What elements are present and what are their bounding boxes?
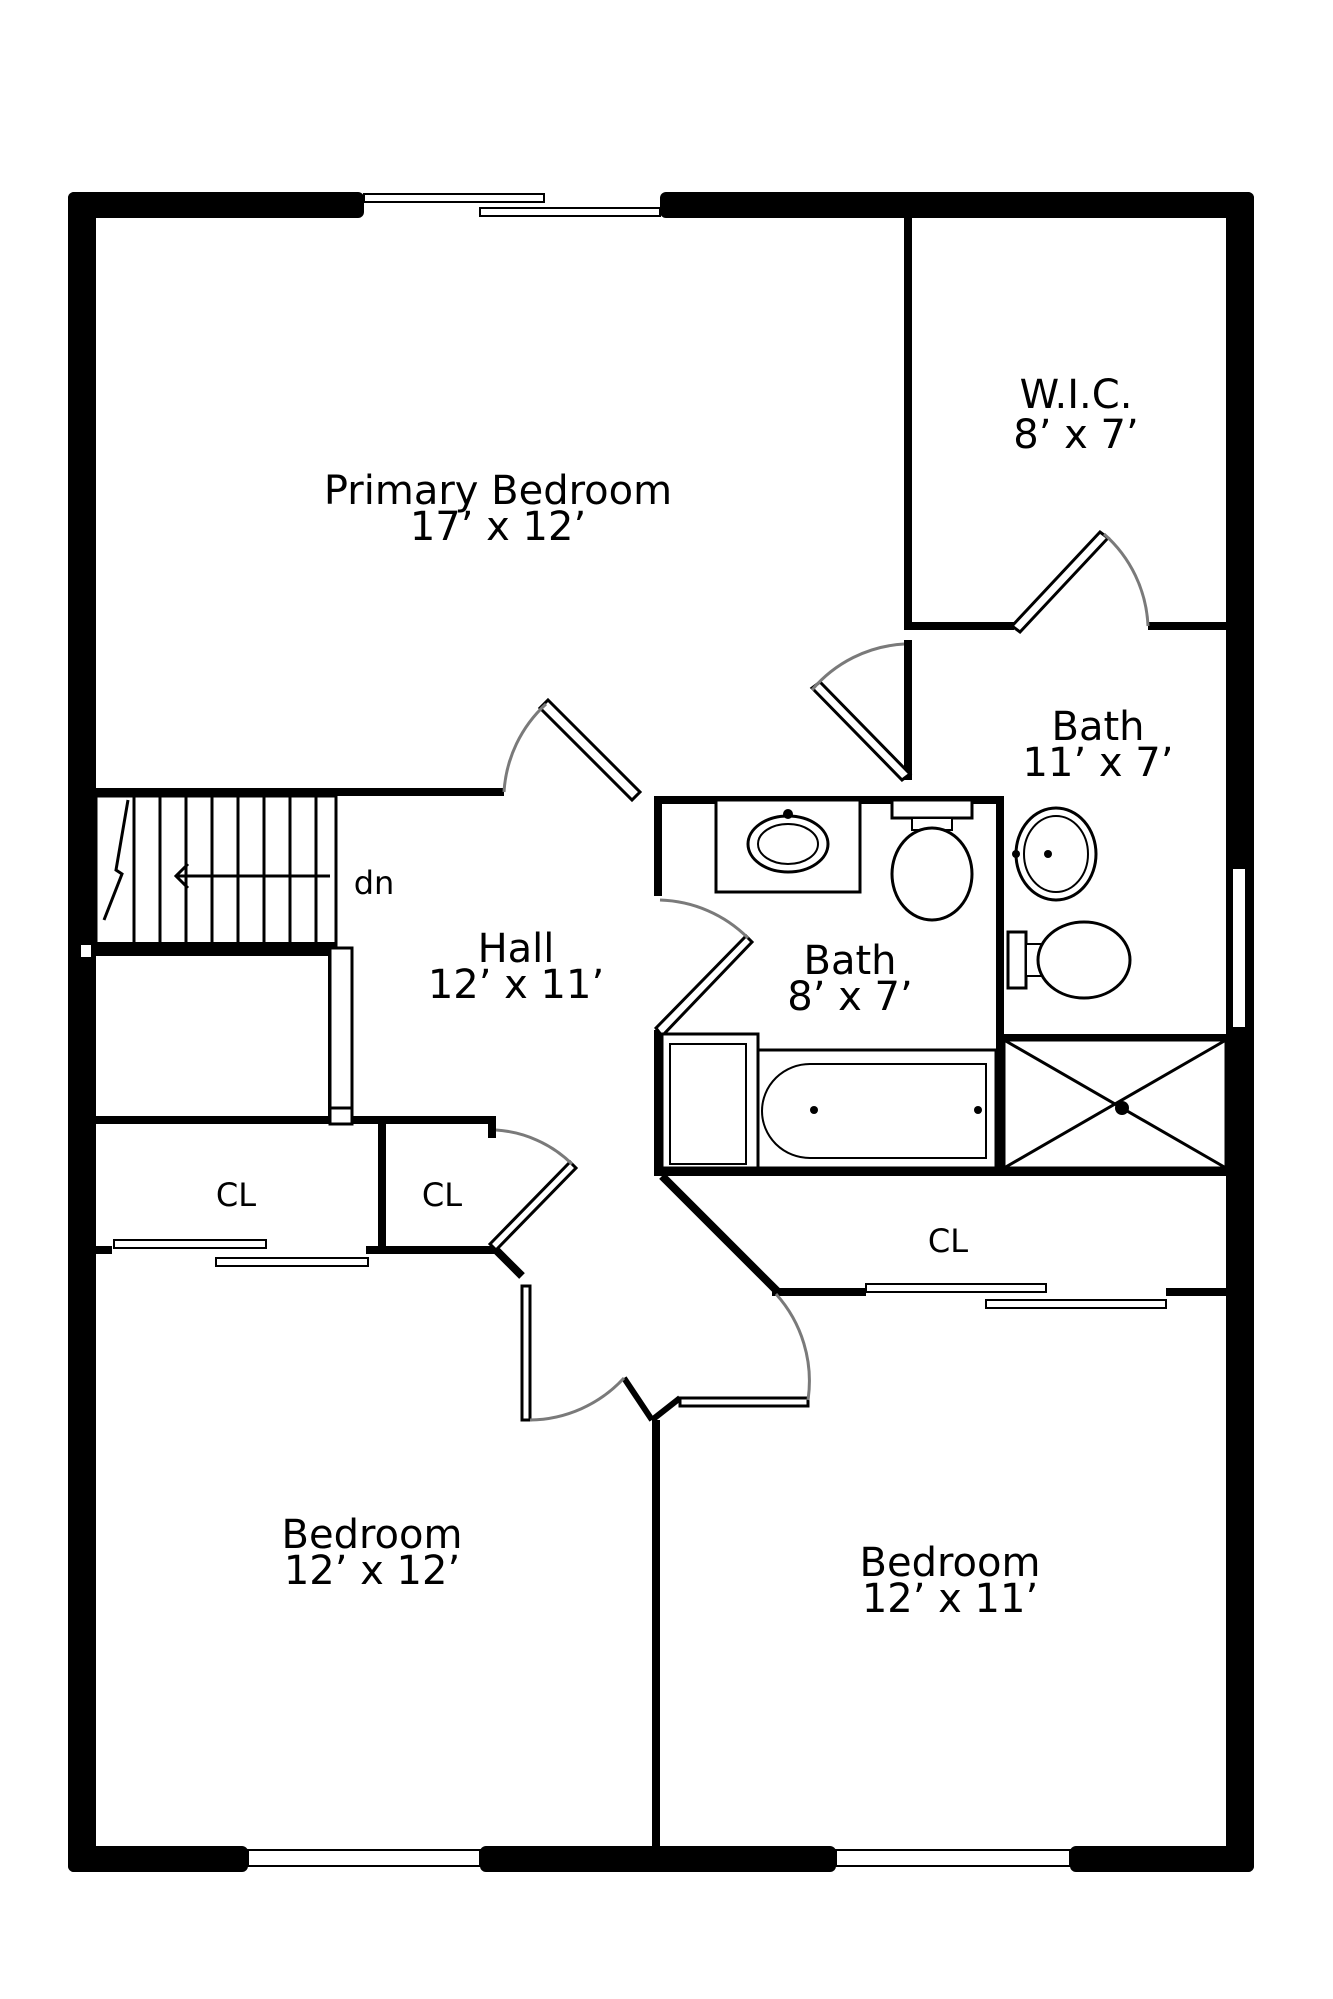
interior-walls: [96, 218, 1226, 1846]
closet-right-name: CL: [928, 1222, 968, 1260]
closet-sliding-doors: [113, 1239, 1167, 1309]
primary-bath-dims: 11’ x 7’: [1023, 740, 1174, 786]
closet-mid-name: CL: [422, 1176, 462, 1214]
hall-name: Hall: [478, 926, 555, 972]
exterior-walls: [68, 192, 1254, 1872]
hall-dims: 12’ x 11’: [428, 962, 604, 1008]
staircase: [79, 794, 354, 1126]
bedroom-right-dims: 12’ x 11’: [862, 1576, 1038, 1622]
closet-left-name: CL: [216, 1176, 256, 1214]
bedroom-left-name: Bedroom: [282, 1512, 463, 1558]
primary-bedroom-dims: 17’ x 12’: [410, 504, 586, 550]
wic-dims: 8’ x 7’: [1013, 412, 1138, 458]
doors: [487, 529, 1150, 1422]
primary-bath-name: Bath: [1052, 704, 1145, 750]
bedroom-right-name: Bedroom: [860, 1540, 1041, 1586]
wic-name: W.I.C.: [1020, 372, 1133, 418]
hall-bath-name: Bath: [804, 938, 897, 984]
down-arrow-icon: [173, 862, 330, 890]
primary-bath-fixtures: [1002, 806, 1228, 1170]
stairs-label: dn: [354, 864, 395, 902]
hall-bath-fixtures: [660, 798, 998, 1170]
hall-bath-dims: 8’ x 7’: [787, 974, 912, 1020]
bedroom-left-dims: 12’ x 12’: [284, 1548, 460, 1594]
room-labels: Primary Bedroom 17’ x 12’ W.I.C. 8’ x 7’…: [216, 372, 1174, 1622]
windows: [247, 193, 1247, 1867]
primary-bedroom-name: Primary Bedroom: [324, 468, 672, 514]
hall-angled-walls: [491, 1173, 781, 1423]
